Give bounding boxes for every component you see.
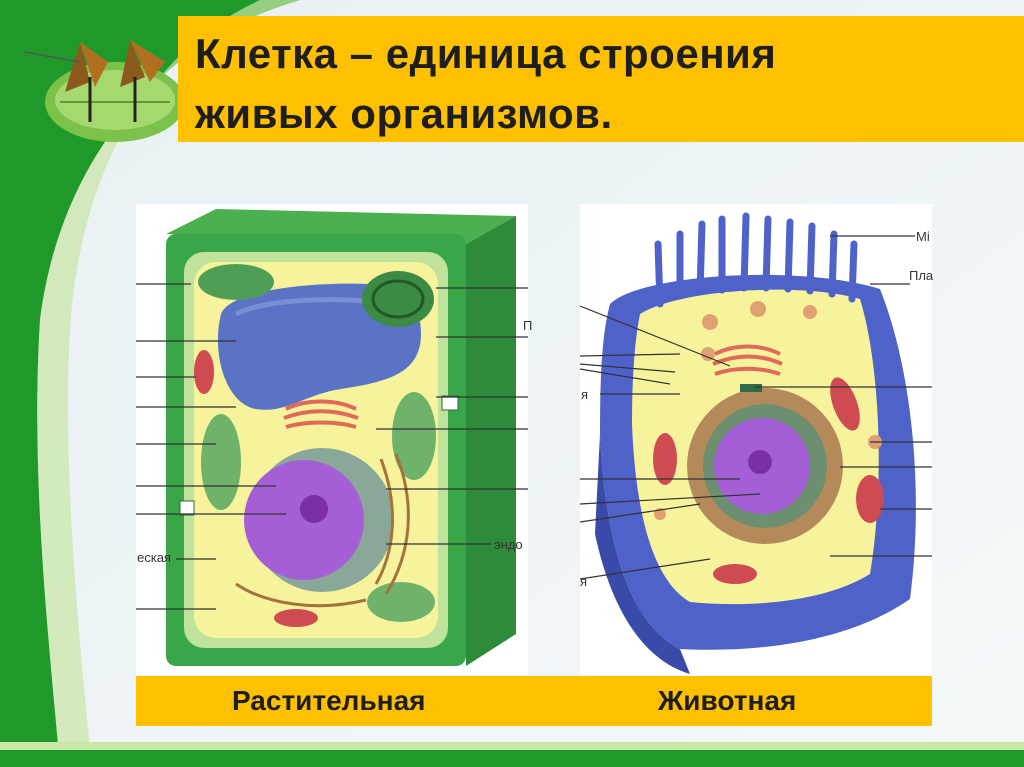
caption-bar — [136, 676, 932, 726]
animal-cell-diagram — [580, 204, 932, 676]
animal-cell-caption: Животная — [658, 685, 797, 716]
chloroplast — [198, 264, 274, 300]
green-swoosh — [0, 0, 300, 767]
mitochondrion — [653, 433, 677, 485]
plant-nucleus — [244, 460, 364, 580]
bottom-green-band — [0, 750, 1024, 767]
mitochondrion — [194, 350, 214, 394]
butterfly-leaf-icon — [24, 40, 185, 142]
plant-nucleolus — [300, 495, 328, 523]
animal-label-fragment: я — [580, 574, 588, 589]
plant-label-lines — [136, 283, 528, 610]
animal-nucleolus — [748, 450, 772, 474]
endoplasmic-reticulum — [235, 453, 410, 608]
slide-title-line-2: живых организмов. — [195, 90, 613, 137]
plant-label-fragment: эндо — [494, 537, 523, 552]
animal-label-lines — [580, 235, 932, 580]
centriole — [740, 384, 762, 392]
animal-label-fragment: Mi — [916, 229, 930, 244]
slide-title-line-1: Клетка – единица строения — [195, 30, 777, 77]
animal-label-fragment: Пла — [909, 268, 934, 283]
plant-label-fragment: еская — [137, 550, 171, 565]
plant-cell-diagram — [136, 204, 528, 676]
plant-cell-caption: Растительная — [232, 685, 426, 716]
title-box — [178, 16, 1024, 142]
animal-label-fragment: я — [581, 387, 589, 402]
microvilli — [654, 212, 858, 308]
plant-label-fragment: П — [523, 318, 533, 333]
golgi-apparatus — [283, 399, 359, 429]
